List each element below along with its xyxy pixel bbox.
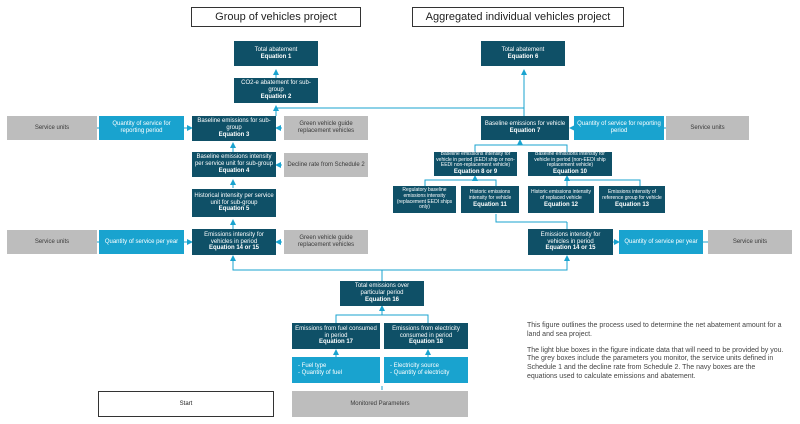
right-historic-eq12: Historic emissions intensity of replaced… — [528, 186, 594, 213]
left-historical-intensity: Historical intensity per service unit fo… — [192, 189, 276, 217]
right-total-abatement: Total abatement Equation 6 — [481, 41, 565, 66]
right-baseline-emissions: Baseline emissions for vehicle Equation … — [481, 116, 569, 140]
emissions-from-fuel: Emissions from fuel consumed in period E… — [292, 323, 380, 349]
right-reference-eq13: Emissions intensity of reference group f… — [599, 186, 665, 213]
right-intensity-eq8-9: Baseline emissions intensity for vehicle… — [434, 151, 517, 176]
description-paragraph-1: This figure outlines the process used to… — [527, 322, 782, 338]
right-service-units-1: Service units — [666, 116, 749, 140]
left-green-vehicle-guide-2: Green vehicle guide replacement vehicles — [284, 230, 368, 254]
total-emissions-period: Total emissions over particular period E… — [340, 281, 424, 306]
aggregated-project-title: Aggregated individual vehicles project — [412, 7, 624, 27]
left-baseline-emissions: Baseline emissions for sub-group Equatio… — [192, 116, 276, 141]
right-historic-eq11: Historic emissions intensity for vehicle… — [461, 186, 519, 213]
left-green-vehicle-guide-1: Green vehicle guide replacement vehicles — [284, 116, 368, 140]
left-co2-abatement: CO2-e abatement for sub-group Equation 2 — [234, 78, 318, 103]
left-emissions-intensity-period: Emissions intensity for vehicles in peri… — [192, 229, 276, 255]
right-qty-reporting-period: Quantity of service for reporting period — [574, 116, 664, 140]
right-qty-per-year: Quantity of service per year — [619, 230, 703, 254]
fuel-parameters: - Fuel type - Quantity of fuel — [292, 357, 380, 383]
right-service-units-2: Service units — [708, 230, 792, 254]
right-emissions-intensity-period: Emissions intensity for vehicles in peri… — [528, 229, 613, 255]
left-qty-reporting-period: Quantity of service for reporting period — [99, 116, 184, 140]
left-service-units-1: Service units — [7, 116, 97, 140]
electricity-parameters: - Electricity source - Quantity of elect… — [384, 357, 468, 383]
description-paragraph-2: The light blue boxes in the figure indic… — [527, 346, 784, 380]
right-regulatory-baseline: Regulatory baseline emissions intensity … — [393, 186, 456, 213]
left-service-units-2: Service units — [7, 230, 97, 254]
left-qty-per-year: Quantity of service per year — [99, 230, 184, 254]
left-decline-rate: Decline rate from Schedule 2 — [284, 153, 368, 177]
start-box: Start — [98, 391, 274, 417]
monitored-parameters: Monitored Parameters — [292, 391, 468, 417]
right-intensity-eq10: Baseline emissions intensity for vehicle… — [528, 151, 612, 176]
figure-description: This figure outlines the process used to… — [527, 322, 785, 389]
group-project-title: Group of vehicles project — [191, 7, 361, 27]
left-baseline-intensity: Baseline emissions intensity per service… — [192, 152, 276, 177]
emissions-from-electricity: Emissions from electricity consumed in p… — [384, 323, 468, 349]
left-total-abatement: Total abatement Equation 1 — [234, 41, 318, 66]
